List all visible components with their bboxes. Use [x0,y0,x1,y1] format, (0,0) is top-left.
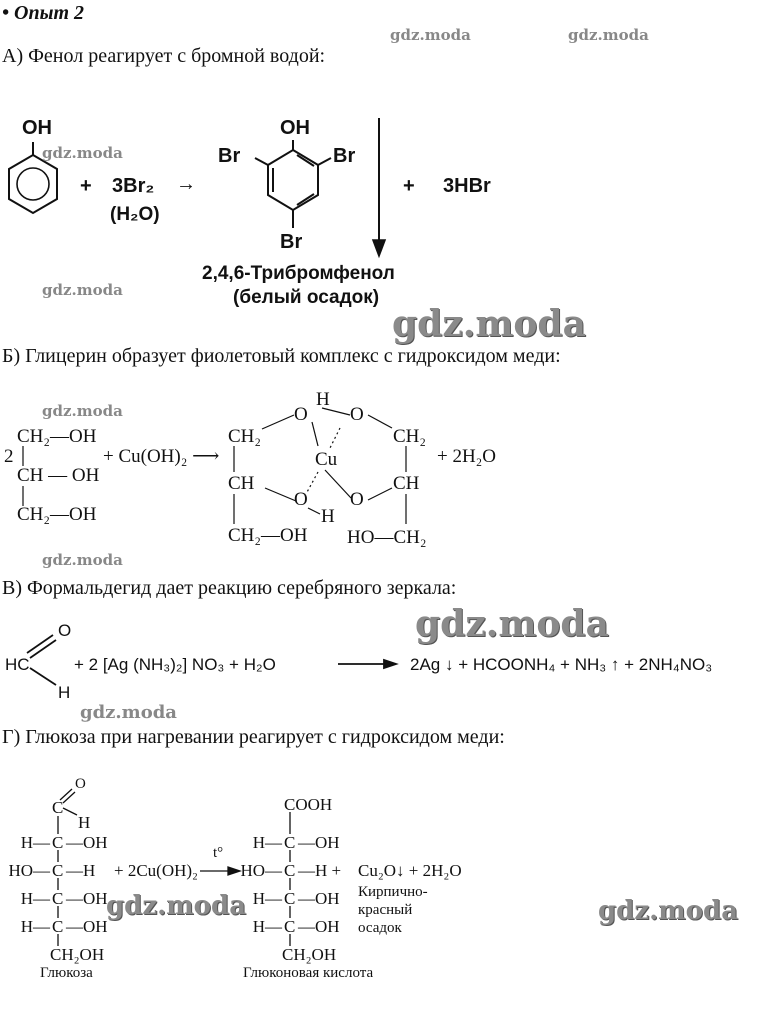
precipitate-note: осадок [358,920,402,936]
plus-sign: + [403,175,415,197]
complex-atom: H [321,506,335,527]
reagent-copper-hydroxide: + 2Cu(OH)₂ [114,861,198,880]
complex-atom: CH [393,473,420,494]
precipitate-arrow [371,118,387,259]
row-carbon: C [52,861,64,880]
glycerol-row: CH — OH [17,465,100,486]
complex-atom: CH₂ [228,426,262,447]
section-v-label: В) Формальдегид дает реакцию серебряного… [2,577,457,599]
coefficient: 2 [4,446,14,467]
precipitate-note: красный [358,902,413,918]
glucose-bonds [57,788,291,946]
row-carbon: C [284,861,296,880]
section-g-label: Г) Глюкоза при нагревании реагирует с ги… [2,726,505,748]
bromine-right: Br [333,145,356,167]
precipitate-note: Кирпично- [358,884,428,900]
row-right: —H [66,861,96,880]
silver-mirror-products: 2Ag ↓ + HCOONH₄ + NH₃ ↑ + 2NH₄NO₃ [410,655,713,674]
glycerol-row: CH₂—OH [17,504,97,525]
complex-atom: O [294,489,308,510]
gluconic-name: Глюконовая кислота [243,965,374,981]
watermark: gdz.moda [568,26,649,44]
bromine-left: Br [218,145,241,167]
row-left: H— [252,889,282,908]
complex-atom: O [350,489,364,510]
watermark: gdz.moda [392,303,586,345]
row-right: —OH [66,889,108,908]
reaction-condition: (H₂O) [110,204,160,225]
complex-atom: O [350,404,364,425]
row-left: H— [252,833,282,852]
complex-atom: HO—CH₂ [347,527,427,548]
formaldehyde-hc: HC [5,655,30,674]
row-left: H— [252,917,282,936]
formaldehyde-h: H [58,683,71,702]
complex-atom: CH [228,473,255,494]
heating-condition: t° [213,845,224,861]
watermark: gdz.moda [42,281,123,299]
row-right: —OH [298,833,340,852]
row-left: HO— [240,861,282,880]
copper-atom: Cu [315,449,338,470]
copper-oxide-product: Cu₂O↓ + 2H₂O [358,861,462,880]
reagent-copper-hydroxide: + Cu(OH)₂ ⟶ [103,446,220,467]
watermark: gdz.moda [42,551,123,569]
product-name: 2,4,6-Трибромфенол [202,263,395,284]
section-a-label: А) Фенол реагирует с бромной водой: [2,45,326,67]
watermark: gdz.moda [390,26,471,44]
glycerol-row: CH₂—OH [17,426,97,447]
glucose-o: O [75,776,86,792]
row-left: H— [20,917,50,936]
row-right: —OH [298,889,340,908]
formaldehyde-o: O [58,621,72,640]
complex-atom: H [316,389,330,410]
bromine-bottom: Br [280,231,303,253]
product-oh: OH [280,117,310,139]
watermark: gdz.moda [106,891,247,921]
section-title: • Опыт 2 [2,2,85,24]
glucose-ch2oh: CH₂OH [50,945,105,964]
glucose-c: C [52,798,64,817]
silver-mirror-reagents: + 2 [Ag (NH₃)₂] NO₃ + H₂O [74,655,276,674]
product-water: + 2H₂O [437,446,497,467]
section-b-label: Б) Глицерин образует фиолетовый комплекс… [2,345,561,367]
gluconic-cooh: COOH [284,795,333,814]
row-right: —H + [298,861,342,880]
row-left: HO— [8,861,50,880]
byproduct-hbr: 3HBr [443,175,491,197]
watermark: gdz.moda [42,144,123,162]
gluconic-ch2oh: CH₂OH [282,945,337,964]
row-carbon: C [52,889,64,908]
phenol-ring [8,142,58,215]
phenol-oh: OH [22,117,52,139]
formaldehyde-bonds [26,634,399,686]
watermark: gdz.moda [415,603,609,645]
watermark: gdz.moda [42,402,123,420]
row-right: —OH [66,833,108,852]
complex-atom: CH₂ [393,426,427,447]
watermark: gdz.moda [598,896,739,926]
complex-atom: O [294,404,308,425]
plus-sign: + [80,175,92,197]
row-right: —OH [66,917,108,936]
row-right: —OH [298,917,340,936]
product-note: (белый осадок) [233,287,380,308]
complex-atom: CH₂—OH [228,525,308,546]
tribromophenol-ring [254,140,332,228]
row-left: H— [20,833,50,852]
row-carbon: C [52,833,64,852]
glycerol-bonds [22,407,407,524]
glucose-h: H [78,813,91,832]
reaction-arrow: → [176,173,196,195]
row-carbon: C [52,917,64,936]
row-carbon: C [284,833,296,852]
reagent-bromine: 3Br₂ [112,175,155,197]
watermark: gdz.moda [80,702,177,723]
row-carbon: C [284,917,296,936]
glucose-name: Глюкоза [40,965,93,981]
row-carbon: C [284,889,296,908]
row-left: H— [20,889,50,908]
